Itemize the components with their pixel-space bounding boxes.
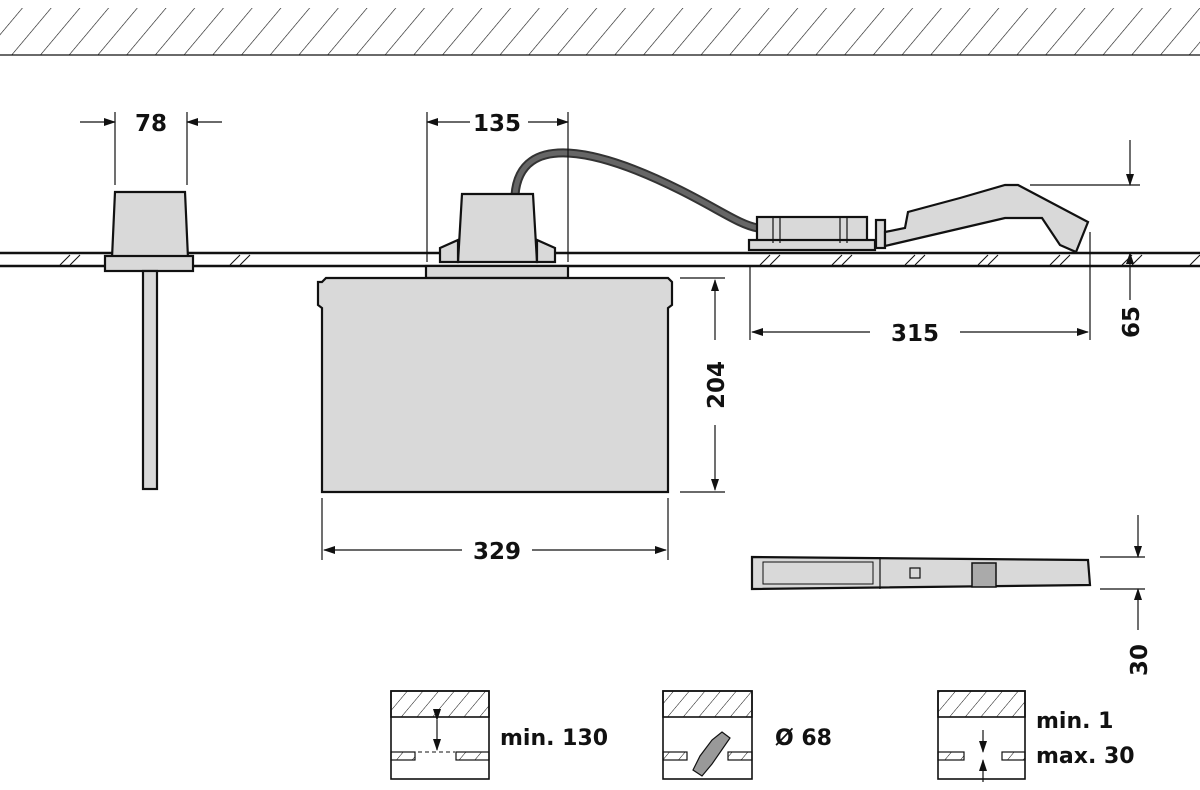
saw-icon: [692, 731, 731, 777]
dim-label-329: 329: [473, 539, 521, 565]
dimension-housing-width: 329: [321, 498, 669, 565]
note-cutout: Ø 68: [662, 690, 832, 780]
dimension-cap-offset: 135: [426, 111, 569, 262]
note-label-clearance: min. 130: [500, 726, 608, 751]
note-label-min: min. 1: [1036, 709, 1113, 734]
dim-label-30: 30: [1127, 644, 1153, 676]
note-clearance: min. 130: [390, 690, 608, 780]
ceiling-slab: [0, 8, 1200, 56]
connector-arm: [874, 183, 1091, 340]
dim-label-65: 65: [1119, 306, 1145, 338]
note-label-max: max. 30: [1036, 744, 1135, 769]
plan-view-connector: 30: [750, 515, 1153, 676]
dimension-connector-height: 65: [1030, 140, 1145, 338]
dim-label-78: 78: [135, 111, 167, 137]
note-thickness: min. 1 max. 30: [937, 690, 1135, 782]
suspended-ceiling: [0, 251, 1200, 268]
junction-box: [747, 215, 877, 252]
dim-label-204: 204: [704, 361, 730, 409]
luminaire-housing: [316, 148, 759, 494]
dim-label-135: 135: [473, 111, 521, 137]
side-view-device: [103, 190, 195, 491]
dim-label-315: 315: [891, 321, 939, 347]
dimension-housing-height: 204: [680, 277, 730, 493]
dimension-connector-length: 315: [749, 266, 1089, 347]
dimension-cap-width: 78: [80, 111, 222, 185]
note-label-diameter: Ø 68: [775, 726, 832, 751]
